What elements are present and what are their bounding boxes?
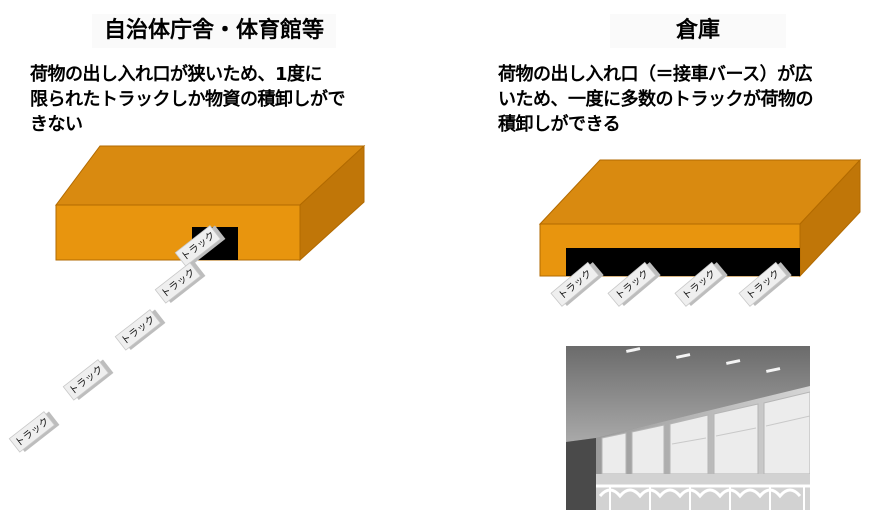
- left-truck-2: トラック: [154, 262, 206, 304]
- left-description-line-1: 荷物の出し入れ口が狭いため、1度に: [30, 64, 323, 85]
- right-truck-4: トラック: [738, 261, 792, 307]
- left-description-line-3: きない: [30, 114, 83, 135]
- warehouse-photo: [566, 346, 810, 510]
- right-description-line-3: 積卸しができる: [498, 114, 621, 135]
- right-description-line-1: 荷物の出し入れ口（＝接車バース）が広: [498, 64, 813, 85]
- right-building: [538, 158, 862, 278]
- left-truck-4: トラック: [62, 359, 114, 401]
- right-description: 荷物の出し入れ口（＝接車バース）が広 いため、一度に多数のトラックが荷物の 積卸…: [498, 62, 814, 137]
- left-building-side: [299, 144, 365, 262]
- left-description-line-2: 限られたトラックしか物資の積卸しがで: [30, 89, 346, 110]
- left-truck-5: トラック: [8, 411, 60, 453]
- left-heading: 自治体庁舎・体育館等: [92, 14, 336, 48]
- left-truck-3: トラック: [114, 309, 166, 351]
- right-description-line-2: いため、一度に多数のトラックが荷物の: [498, 89, 814, 110]
- right-heading: 倉庫: [610, 14, 786, 48]
- right-building-berth: [566, 248, 800, 276]
- left-description: 荷物の出し入れ口が狭いため、1度に 限られたトラックしか物資の積卸しがで きない: [30, 62, 346, 137]
- left-truck-1: トラック: [174, 225, 226, 267]
